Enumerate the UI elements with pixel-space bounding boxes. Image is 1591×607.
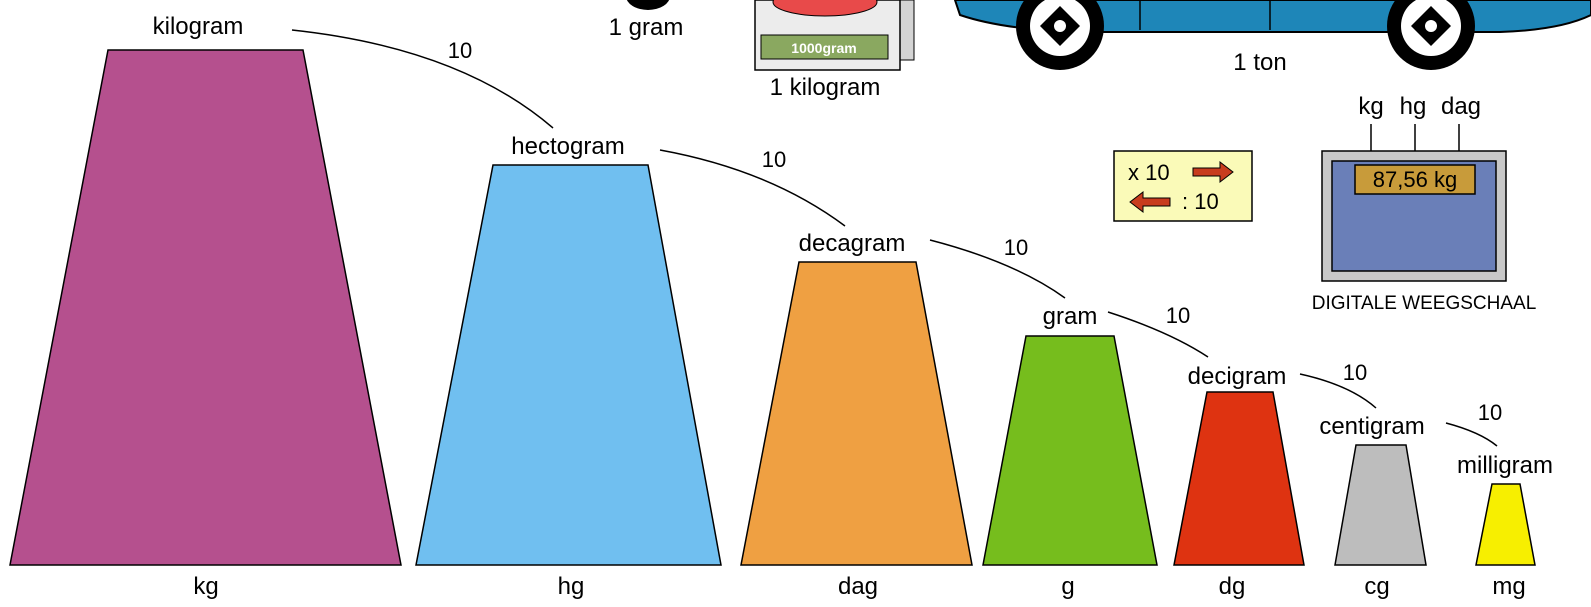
arrow-right-icon [1192,160,1234,184]
weight-gram [982,335,1158,566]
factor-label-5: 10 [1343,360,1367,385]
car-wheel-left-icon [1016,0,1104,70]
factor-label-3: 10 [1004,235,1028,260]
scale-unit-kg: kg [1358,93,1383,120]
kilogram-example-label: 1 kilogram [770,74,881,101]
connector-dag-g [929,239,1066,299]
unit-abbr-hg: hg [558,573,585,600]
arrow-left-icon [1129,190,1171,214]
kilogram-box-label-bg [760,34,889,60]
unit-abbr-dag: dag [838,573,878,600]
connector-cg-mg [1445,422,1498,447]
connector-hg-dag [659,149,846,227]
gram-example-label: 1 gram [609,14,684,41]
kilogram-box-text: 1000gram [791,40,856,56]
unit-abbr-mg: mg [1492,573,1525,600]
scale-unit-hg: hg [1400,93,1427,120]
kilogram-box-lid [772,0,878,17]
connector-dg-cg [1299,373,1377,409]
ton-example: 1 ton [953,0,1591,76]
legend-divide-text: : 10 [1182,189,1219,214]
connector-kg-hg [291,29,554,129]
unit-name-kilogram: kilogram [153,13,244,40]
coin-icon [626,0,670,10]
kilogram-example: 1000gram 1 kilogram [754,0,915,101]
unit-abbr-kg: kg [193,573,218,600]
factor-label-2: 10 [762,147,786,172]
gram-example: 1 gram [609,0,684,41]
weights-group [9,49,1536,566]
scale-caption: DIGITALE WEEGSCHAAL [1312,293,1537,314]
connector-g-dg [1107,311,1209,358]
unit-name-milligram: milligram [1457,452,1553,479]
weight-milligram [1475,483,1536,566]
weight-centigram [1334,444,1427,566]
weight-hectogram [415,164,722,566]
car-wheel-right-icon [1387,0,1475,70]
unit-abbr-labels: kg hg dag g dg cg mg [193,573,1525,600]
connector-curves [291,29,1498,447]
weight-decigram [1173,391,1305,566]
scale-display [1354,164,1476,195]
unit-name-decagram: decagram [799,230,906,257]
ton-example-label: 1 ton [1233,49,1286,76]
legend-box [1113,150,1253,222]
unit-name-labels: kilogram hectogram decagram gram decigra… [153,13,1553,479]
digital-scale: kg hg dag 87,56 kg DIGITALE WEEGSCHAAL [1312,93,1537,314]
factor-label-6: 10 [1478,400,1502,425]
unit-name-gram: gram [1043,303,1098,330]
factor-labels: 10 10 10 10 10 10 [448,38,1502,425]
factor-label-4: 10 [1166,303,1190,328]
unit-name-decigram: decigram [1188,363,1287,390]
unit-abbr-g: g [1061,573,1074,600]
conversion-legend: x 10 : 10 [1113,150,1253,222]
factor-label-1: 10 [448,38,472,63]
scale-reading: 87,56 kg [1373,167,1457,192]
kilogram-box-side [899,0,915,61]
unit-name-centigram: centigram [1319,413,1424,440]
legend-multiply-text: x 10 [1128,160,1170,185]
scale-unit-dag: dag [1441,93,1481,120]
weight-kilogram [9,49,402,566]
unit-abbr-cg: cg [1364,573,1389,600]
weight-decagram [740,261,973,566]
unit-name-hectogram: hectogram [511,133,624,160]
unit-abbr-dg: dg [1219,573,1246,600]
